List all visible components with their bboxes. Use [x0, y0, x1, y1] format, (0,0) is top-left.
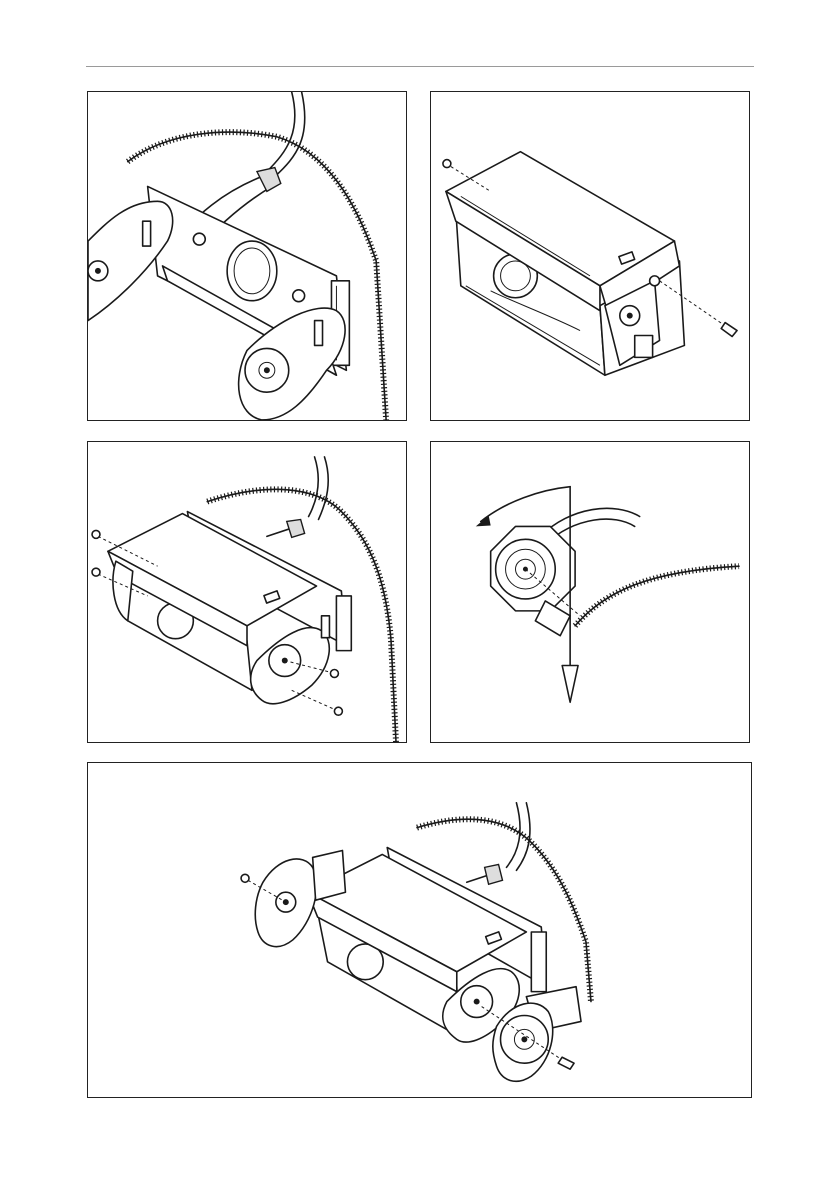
side-cap-installation-illustration	[88, 763, 751, 1097]
mount-bracket-wall-cable-illustration	[88, 92, 406, 420]
figure-step-5	[87, 762, 752, 1098]
figure-step-2	[430, 91, 750, 421]
figure-step-4	[430, 441, 750, 743]
figure-step-3	[87, 441, 407, 743]
camera-housing-cover-screws-illustration	[431, 92, 749, 420]
header-rule	[86, 66, 754, 67]
figure-step-1	[87, 91, 407, 421]
housing-attach-to-bracket-illustration	[88, 442, 406, 742]
tilt-angle-plumb-line-illustration	[431, 442, 749, 742]
